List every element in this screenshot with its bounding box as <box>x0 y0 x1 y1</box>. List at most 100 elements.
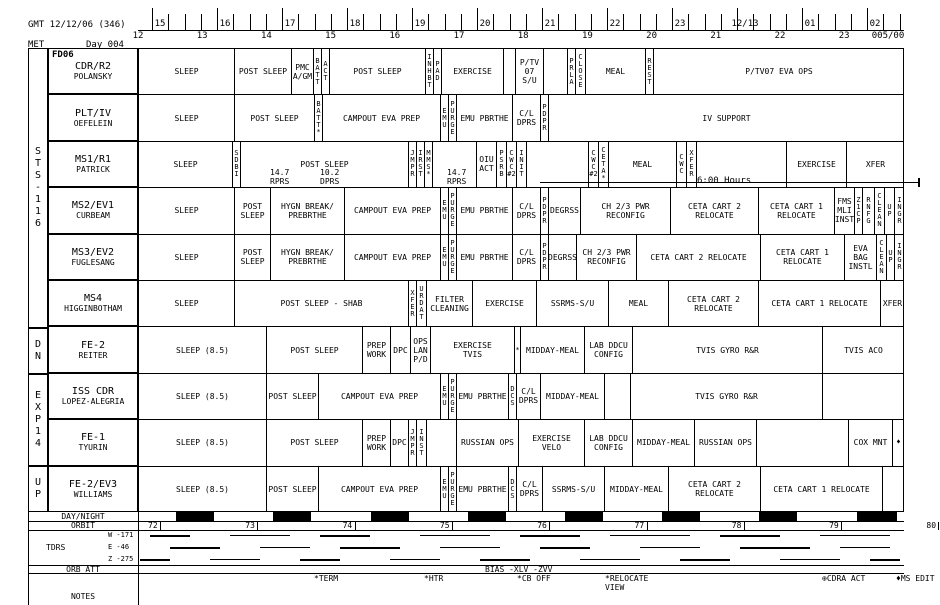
activity-block[interactable]: E M U <box>440 95 448 141</box>
activity-block[interactable]: * <box>514 327 520 373</box>
activity-block[interactable]: CAMPOUT EVA PREP <box>344 234 440 280</box>
activity-block[interactable]: POST SLEEP <box>329 49 425 95</box>
activity-block[interactable]: CH 2/3 PWR RECONFIG <box>576 234 636 280</box>
activity-block[interactable] <box>426 420 456 466</box>
activity-block[interactable]: J M P R <box>408 141 416 188</box>
activity-block[interactable]: X F E R <box>408 281 416 327</box>
activity-block[interactable]: SSRMS-S/U <box>542 466 604 512</box>
activity-block[interactable]: E M U <box>440 466 448 512</box>
activity-block[interactable]: I N I T <box>516 141 526 188</box>
activity-block[interactable]: SLEEP (8.5) <box>138 327 266 373</box>
activity-block[interactable]: MIDDAY-MEAL <box>540 373 604 420</box>
activity-block[interactable]: DEGRSS <box>548 188 580 234</box>
activity-block[interactable]: EMU PBRTHE <box>456 234 512 280</box>
activity-block[interactable]: XFER <box>880 281 904 327</box>
activity-block[interactable]: EXERCISE <box>786 141 846 188</box>
activity-block[interactable]: C/L DPRS <box>516 373 540 420</box>
activity-block[interactable]: FILTER CLEANING <box>426 281 472 327</box>
activity-block[interactable]: POST SLEEP - SHAB <box>234 281 408 327</box>
activity-block[interactable]: CETA CART 2 RELOCATE <box>636 234 760 280</box>
activity-block[interactable]: POST SLEEP <box>234 49 291 95</box>
activity-block[interactable]: POST SLEEP <box>234 234 270 280</box>
activity-block[interactable]: P/TV 07 S/U <box>515 49 543 95</box>
activity-block[interactable]: POST SLEEP <box>266 373 318 420</box>
activity-block[interactable]: S D B I <box>232 141 240 188</box>
activity-block[interactable]: U P <box>884 188 894 234</box>
activity-block[interactable]: CETA CART 1 RELOCATE <box>760 234 844 280</box>
activity-block[interactable]: EXERCISE VELO <box>518 420 584 466</box>
activity-block[interactable]: TVIS GYRO R&R <box>632 327 822 373</box>
activity-block[interactable]: HYGN BREAK/ PREBRTHE <box>270 234 344 280</box>
activity-block[interactable]: SSRMS-S/U <box>536 281 608 327</box>
activity-block[interactable] <box>503 49 515 95</box>
activity-block[interactable]: COX MNT <box>848 420 892 466</box>
activity-block[interactable]: PREP WORK <box>362 420 390 466</box>
activity-block[interactable]: U P <box>886 234 894 280</box>
activity-block[interactable]: SLEEP (8.5) <box>138 466 266 512</box>
activity-block[interactable]: C/L DPRS <box>512 234 540 280</box>
activity-block[interactable]: SLEEP (8.5) <box>138 373 266 420</box>
activity-block[interactable]: OIU ACT <box>476 141 496 188</box>
activity-block[interactable] <box>526 141 588 188</box>
activity-block[interactable]: A C T <box>321 49 329 95</box>
activity-block[interactable]: ♦ <box>892 420 904 466</box>
activity-block[interactable]: CETA CART 1 RELOCATE <box>758 188 834 234</box>
activity-block[interactable]: P A D <box>433 49 441 95</box>
activity-block[interactable]: CAMPOUT EVA PREP <box>344 188 440 234</box>
activity-block[interactable]: CETA CART 2 RELOCATE <box>668 281 758 327</box>
activity-block[interactable]: CH 2/3 PWR RECONFIG <box>580 188 670 234</box>
activity-block[interactable]: OPS LAN P/D <box>410 327 430 373</box>
activity-block[interactable]: P R L A <box>567 49 575 95</box>
activity-block[interactable]: P S R B <box>496 141 506 188</box>
activity-block[interactable]: P U R G E <box>448 188 456 234</box>
activity-block[interactable] <box>756 420 848 466</box>
activity-block[interactable]: P U R G E <box>448 95 456 141</box>
activity-block[interactable]: CAMPOUT EVA PREP <box>318 373 440 420</box>
activity-block[interactable]: CETA CART 2 RELOCATE <box>668 466 760 512</box>
activity-block[interactable]: MEAL <box>608 281 668 327</box>
activity-block[interactable]: CETA CART 2 RELOCATE <box>670 188 758 234</box>
activity-block[interactable]: CAMPOUT EVA PREP <box>322 95 440 141</box>
activity-block[interactable]: J M P R <box>408 420 416 466</box>
activity-block[interactable]: I N H B T <box>425 49 433 95</box>
activity-block[interactable]: PMC A/GM <box>291 49 313 95</box>
activity-block[interactable]: P/TV07 EVA OPS <box>653 49 904 95</box>
activity-block[interactable]: C/L DPRS <box>516 466 542 512</box>
activity-block[interactable]: E M U <box>440 234 448 280</box>
activity-block[interactable]: TVIS GYRO R&R <box>630 373 822 420</box>
activity-block[interactable]: C/L DPRS <box>512 188 540 234</box>
activity-block[interactable]: B A T T <box>313 49 321 95</box>
activity-block[interactable] <box>543 49 567 95</box>
activity-block[interactable]: MEAL <box>608 141 676 188</box>
activity-block[interactable]: EXERCISE <box>441 49 503 95</box>
activity-block[interactable]: P D P R <box>540 95 548 141</box>
activity-block[interactable]: MIDDAY-MEAL <box>604 466 668 512</box>
activity-block[interactable]: SLEEP <box>138 95 234 141</box>
activity-block[interactable]: P U R G E <box>448 466 456 512</box>
activity-block[interactable]: I N S T <box>416 420 426 466</box>
activity-block[interactable]: SLEEP <box>138 141 232 188</box>
activity-block[interactable] <box>696 141 786 188</box>
activity-block[interactable]: POST SLEEP <box>234 188 270 234</box>
activity-block[interactable]: CETA CART 1 RELOCATE <box>760 466 882 512</box>
activity-block[interactable] <box>432 141 476 188</box>
activity-block[interactable] <box>604 373 630 420</box>
activity-block[interactable]: MEAL <box>585 49 645 95</box>
activity-block[interactable]: CAMPOUT EVA PREP <box>318 466 440 512</box>
activity-block[interactable]: Z 1 C P <box>854 188 862 234</box>
activity-block[interactable]: C L O S E <box>575 49 585 95</box>
activity-block[interactable]: MIDDAY-MEAL <box>520 327 584 373</box>
activity-block[interactable]: M M S * <box>424 141 432 188</box>
activity-block[interactable]: POST SLEEP <box>266 420 362 466</box>
activity-block[interactable]: HYGN BREAK/ PREBRTHE <box>270 188 344 234</box>
activity-block[interactable]: CETA CART 1 RELOCATE <box>758 281 880 327</box>
activity-block[interactable]: B A T T * <box>314 95 322 141</box>
activity-block[interactable]: R N F G <box>862 188 874 234</box>
activity-block[interactable]: POST SLEEP <box>240 141 408 188</box>
activity-block[interactable]: C E T A * <box>598 141 608 188</box>
activity-block[interactable]: D C S <box>508 373 516 420</box>
activity-block[interactable]: EMU PBRTHE <box>456 466 508 512</box>
activity-block[interactable]: C L E A N <box>876 234 886 280</box>
activity-block[interactable]: SLEEP <box>138 49 234 95</box>
activity-block[interactable]: C L E A N <box>874 188 884 234</box>
